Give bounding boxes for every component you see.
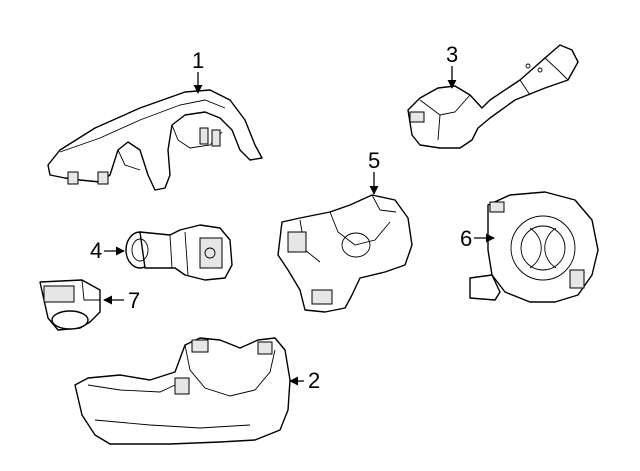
callout-4: 4 bbox=[90, 238, 125, 263]
callout-4-number: 4 bbox=[90, 238, 102, 263]
callout-1: 1 bbox=[192, 48, 204, 94]
callout-7-number: 7 bbox=[128, 288, 140, 313]
part-5-lock-housing bbox=[277, 194, 413, 313]
callout-6: 6 bbox=[460, 226, 495, 251]
callout-5-number: 5 bbox=[368, 148, 380, 173]
callout-1-number: 1 bbox=[192, 48, 204, 73]
part-2-lower-shroud bbox=[74, 337, 291, 445]
callout-2-number: 2 bbox=[308, 368, 320, 393]
callout-2: 2 bbox=[289, 368, 320, 393]
part-7-switch-module bbox=[39, 279, 101, 331]
callout-3-number: 3 bbox=[446, 42, 458, 67]
part-6-clockspring bbox=[469, 191, 599, 303]
part-4-turn-signal-switch bbox=[125, 224, 233, 281]
callout-7: 7 bbox=[103, 288, 140, 313]
part-1-upper-shroud bbox=[47, 89, 263, 191]
callout-3: 3 bbox=[446, 42, 458, 89]
part-3-wiper-switch bbox=[407, 44, 579, 149]
callout-6-number: 6 bbox=[460, 226, 472, 251]
callout-5: 5 bbox=[368, 148, 380, 195]
